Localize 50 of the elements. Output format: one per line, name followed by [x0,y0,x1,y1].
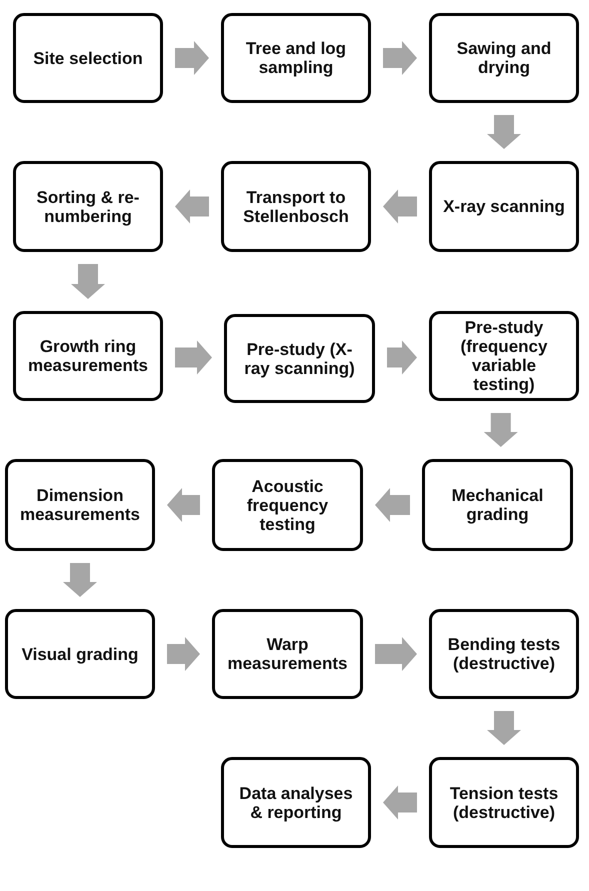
step-label: Dimension measurements [18,486,141,524]
step-label: Bending tests (destructive) [446,635,562,673]
step-label: Tension tests (destructive) [448,784,560,822]
process-box [429,311,579,401]
step-label: Warp measurements [226,635,348,673]
block-arrow [175,190,209,224]
step-label: X-ray scanning [443,197,565,216]
block-arrow [487,711,521,745]
process-box [429,609,579,699]
block-arrow [167,488,200,522]
block-arrow [71,264,105,299]
step-label: Site selection [33,48,143,68]
process-box [212,459,363,551]
block-arrow [375,488,410,522]
block-arrow [175,41,209,75]
block-arrow [63,563,97,597]
process-box [13,311,163,401]
block-arrow [383,786,417,820]
process-box [212,609,363,699]
process-box [429,757,579,848]
step-label: Pre-study (X-ray scanning) [243,340,356,378]
step-label: Visual grading [22,644,138,664]
step-label: Growth ring measurements [26,337,149,375]
process-box [429,161,579,252]
block-arrow [175,340,212,374]
block-arrow [375,637,417,671]
process-box [221,13,371,103]
step-label: Transport to Stellenbosch [242,188,350,226]
step-label: Acoustic frequency testing [246,476,330,534]
process-box [429,13,579,103]
block-arrow [484,413,518,447]
step-label: Mechanical grading [450,486,544,524]
block-arrow [167,637,200,671]
process-box [5,459,155,551]
process-box [422,459,573,551]
block-arrow [383,190,417,224]
step-label: Data analyses & reporting [238,784,354,822]
process-box [224,314,375,403]
process-box [5,609,155,699]
step-label: Sawing and drying [456,39,552,77]
process-box [221,757,371,848]
step-label: Tree and log sampling [244,39,348,77]
step-label: Pre-study (frequency variable testing) [460,318,548,394]
process-box [13,161,163,252]
block-arrow [387,340,417,374]
step-label: Sorting & re-numbering [36,188,140,226]
process-box [13,13,163,103]
block-arrow [487,115,521,149]
block-arrow [383,41,417,75]
process-box [221,161,371,252]
